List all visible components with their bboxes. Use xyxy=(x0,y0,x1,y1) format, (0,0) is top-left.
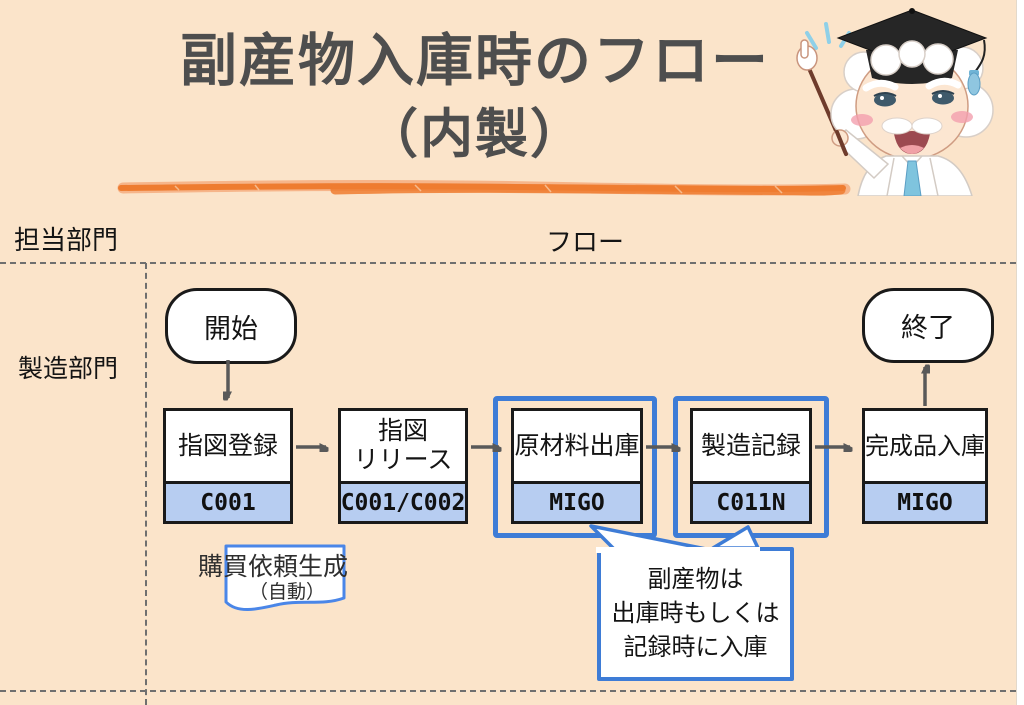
start-node: 開始 xyxy=(165,288,297,364)
pointer-hand-tip xyxy=(796,39,818,71)
step-order-release: 指図 リリース C001/C002 xyxy=(338,408,468,524)
step-label: 原材料出庫 xyxy=(514,431,640,460)
step-production-record: 製造記録 C011N xyxy=(690,408,812,524)
byproduct-note-line1: 副産物は xyxy=(647,566,744,593)
cheek-left xyxy=(851,114,873,126)
transaction-code: MIGO xyxy=(514,481,640,521)
start-node-label: 開始 xyxy=(204,313,258,344)
step-raw-material-issue: 原材料出庫 MIGO xyxy=(511,408,643,524)
page-title-line1: 副産物入庫時のフロー xyxy=(180,29,770,93)
lane-divider-bottom xyxy=(0,690,1016,692)
lab-coat xyxy=(831,129,973,196)
eyes xyxy=(873,90,955,107)
title-underline-decoration xyxy=(117,179,851,196)
eyebrow-left xyxy=(862,79,899,92)
slide-right-margin xyxy=(1016,0,1024,705)
column-header-flow: フロー xyxy=(545,227,624,257)
mustache xyxy=(881,117,943,135)
byproduct-note-line3: 記録時に入庫 xyxy=(623,634,768,661)
step-finished-goods-receipt: 完成品入庫 MIGO xyxy=(862,408,988,524)
hair-front xyxy=(870,40,954,76)
purchase-note-line1: 購買依頼生成 xyxy=(198,553,349,581)
lane-divider-top xyxy=(0,262,1016,264)
transaction-code: MIGO xyxy=(865,481,985,521)
step-label: 製造記録 xyxy=(700,431,801,460)
eyebrow-right xyxy=(925,77,962,90)
page-title: 副産物入庫時のフロー （内製） xyxy=(0,24,950,172)
professor-mascot-illustration xyxy=(796,8,994,196)
necktie xyxy=(903,160,922,196)
cheek-right xyxy=(951,111,973,123)
lane-divider-vertical xyxy=(145,263,147,705)
step-order-registration: 指図登録 C001 xyxy=(163,408,293,524)
transaction-code: C001 xyxy=(166,481,290,521)
step-label: 指図登録 xyxy=(177,431,278,460)
mouth xyxy=(894,131,930,154)
step-label: 完成品入庫 xyxy=(865,432,985,460)
purchase-note-shape xyxy=(224,544,346,611)
transaction-code: C001/C002 xyxy=(341,481,465,521)
page-title-line2: （内製） xyxy=(365,105,585,164)
end-node: 終了 xyxy=(862,288,994,363)
byproduct-note-line2: 出庫時もしくは xyxy=(611,600,780,627)
byproduct-speech-bubble: 副産物は 出庫時もしくは 記録時に入庫 xyxy=(597,547,794,681)
step-label-line2: リリース xyxy=(353,446,453,474)
transaction-code: C011N xyxy=(693,481,809,521)
purchase-note-line2: （自動） xyxy=(248,582,325,603)
column-header-department: 担当部門 xyxy=(14,225,119,255)
highlight-frame-material-issue xyxy=(493,396,657,538)
step-label-line1: 指図 xyxy=(377,417,428,445)
lane-label-manufacturing: 製造部門 xyxy=(18,355,119,383)
end-node-label: 終了 xyxy=(901,313,955,343)
